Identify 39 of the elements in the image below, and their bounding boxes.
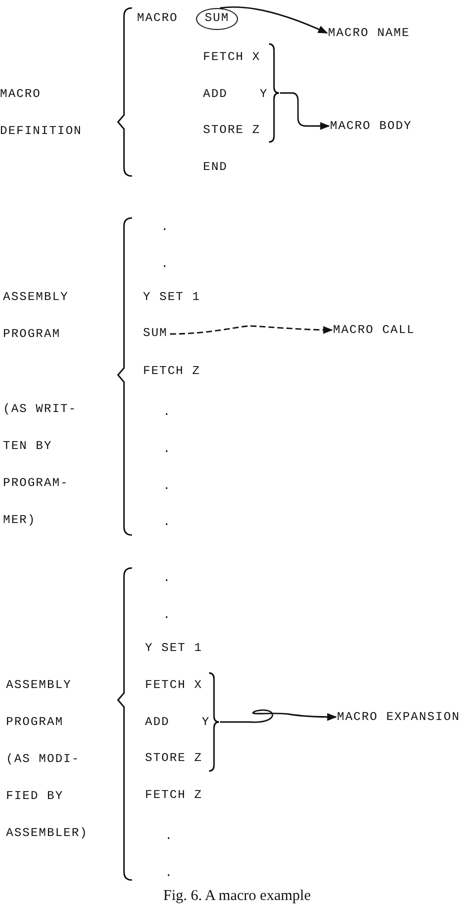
code-line: FETCH X [203, 50, 260, 65]
section-label: ASSEMBLY PROGRAM (AS MODI- FIED BY ASSEMBLER) [6, 677, 90, 842]
ellipsis-dot: . [163, 515, 172, 530]
ellipsis-dot: . [163, 571, 172, 586]
code-line: ADD Y [203, 87, 268, 102]
code-line: ADD Y [145, 715, 210, 730]
ellipsis-dot: . [165, 866, 174, 881]
section-label: MACRO DEFINITION [0, 86, 84, 140]
ellipsis-dot: . [163, 442, 172, 457]
code-line: STORE Z [145, 751, 202, 766]
code-line: STORE Z [203, 123, 260, 138]
ellipsis-dot: . [163, 405, 172, 420]
annotation-label: MACRO NAME [328, 26, 410, 41]
caption: Fig. 6. A macro example [162, 888, 312, 905]
code-line: SUM [143, 326, 168, 341]
section-label: ASSEMBLY PROGRAM [3, 289, 70, 343]
annotation-label: MACRO EXPANSION [337, 710, 460, 725]
ellipsis-dot: . [165, 829, 174, 844]
code-line: FETCH Z [145, 788, 202, 803]
brace [208, 672, 220, 772]
code-line: Y SET 1 [143, 290, 200, 305]
arrow [170, 325, 333, 335]
code-line: END [203, 160, 228, 175]
code-line: MACRO [137, 11, 178, 26]
arrow [280, 92, 330, 130]
ellipsis-dot: . [161, 220, 170, 235]
section-label: (AS WRIT- TEN BY PROGRAM- MER) [3, 401, 78, 529]
code-line: Y SET 1 [145, 641, 202, 656]
code-line: FETCH X [145, 678, 202, 693]
circled-label: SUM [196, 8, 238, 30]
ellipsis-dot: . [163, 479, 172, 494]
annotation-label: MACRO BODY [330, 119, 412, 134]
ellipsis-dot: . [161, 257, 170, 272]
code-line: FETCH Z [143, 364, 200, 379]
arrow [220, 710, 337, 723]
annotation-label: MACRO CALL [333, 323, 416, 338]
ellipsis-dot: . [163, 608, 172, 623]
brace [268, 43, 280, 143]
arrow [220, 6, 328, 34]
